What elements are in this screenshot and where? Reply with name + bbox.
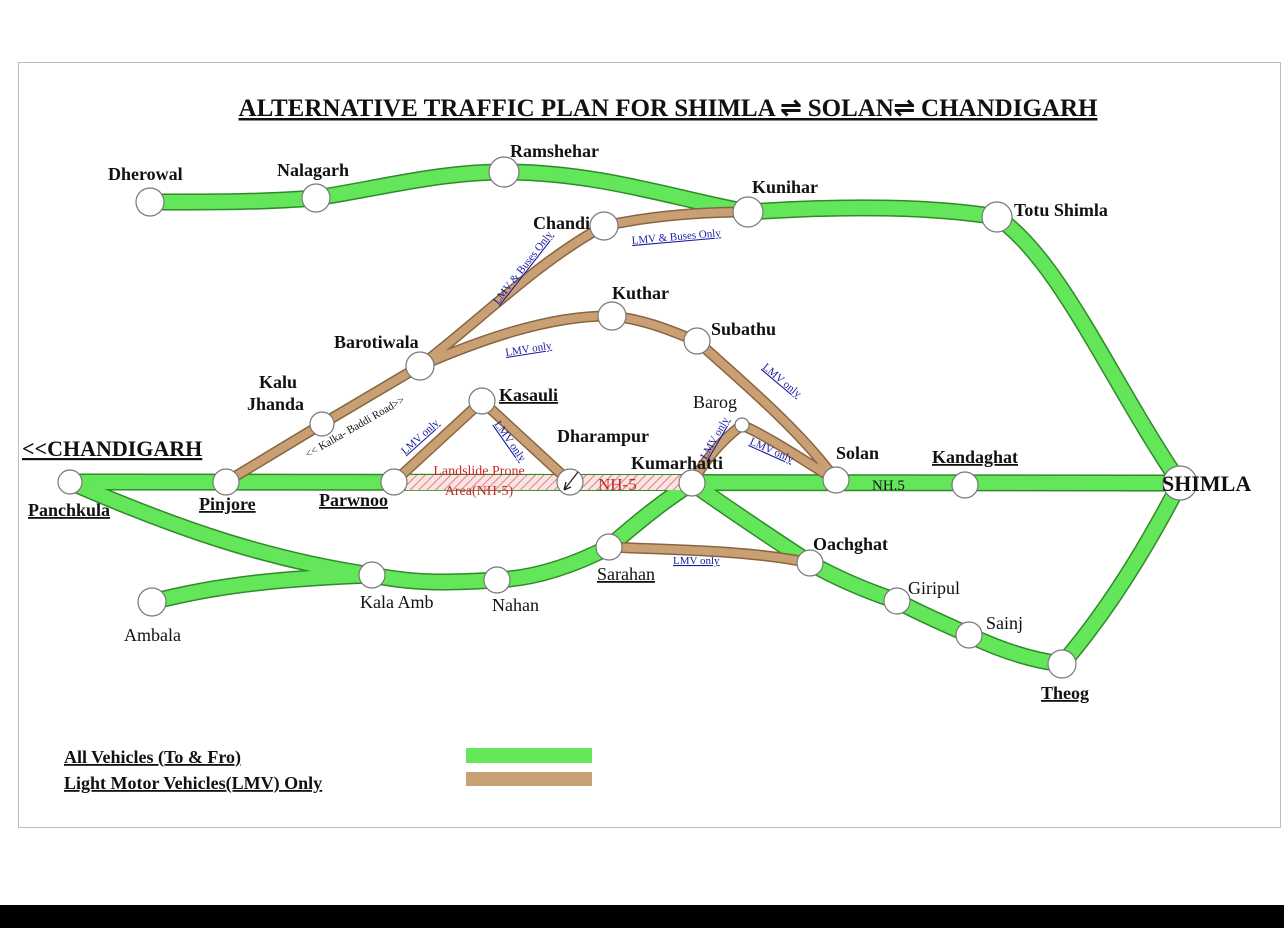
note-lmv-barotiwala-kuthar: LMV only [505,340,553,359]
note-nh5-red: NH-5 [598,475,637,494]
label-panchkula: Panchkula [28,500,110,520]
note-nh5-main: NH.5 [872,478,905,494]
label-chandigarh: <<CHANDIGARH [22,436,202,461]
label-shimla: SHIMLA [1162,471,1251,496]
label-jhanda: Jhanda [247,394,304,414]
node-barog [734,417,750,433]
label-subathu: Subathu [711,319,776,339]
map-title: ALTERNATIVE TRAFFIC PLAN FOR SHIMLA ⇌ SO… [239,95,1098,122]
note-lmv-subathu-solan: LMV only [760,361,804,400]
label-dherowal: Dherowal [108,164,183,184]
label-sainj: Sainj [986,613,1023,633]
label-solan: Solan [836,443,879,463]
node-kandaghat [951,471,979,499]
node-ramshehar [488,156,520,188]
note-landslide-line1: Landslide Prone [433,464,524,479]
node-panchkula [57,469,83,495]
label-kandaghat: Kandaghat [932,447,1018,467]
label-oachghat: Oachghat [813,534,888,554]
node-dherowal [135,187,165,217]
legend-label-lmv: Light Motor Vehicles(LMV) Only [64,773,322,794]
node-kuthar [597,301,627,331]
label-nalagarh: Nalagarh [277,160,349,180]
legend-swatch-lmv [466,772,592,786]
label-kalu: Kalu [259,372,297,392]
node-chandi [589,211,619,241]
node-giripul [883,587,911,615]
place-labels: Dherowal Nalagarh Ramshehar Kunihar Totu… [22,141,1251,703]
node-barotiwala [405,351,435,381]
note-lmv-buses-kunihar: LMV & Buses Only [631,227,722,247]
label-theog: Theog [1041,683,1089,703]
node-oachghat [796,549,824,577]
label-pinjore: Pinjore [199,494,256,514]
node-kasauli [468,387,496,415]
node-sarahan [595,533,623,561]
label-sarahan: Sarahan [597,564,655,584]
note-landslide-line2: Area(NH-5) [445,484,514,499]
node-sainj [955,621,983,649]
node-nalagarh [301,183,331,213]
label-kuthar: Kuthar [612,283,669,303]
label-barotiwala: Barotiwala [334,332,419,352]
label-kasauli: Kasauli [499,385,558,405]
bottom-black-bar [0,905,1284,928]
node-subathu [683,327,711,355]
label-parwnoo: Parwnoo [319,490,388,510]
all-vehicle-roads [61,163,1189,673]
node-nahan [483,566,511,594]
label-dharampur: Dharampur [557,426,649,446]
node-theog [1047,649,1077,679]
label-giripul: Giripul [908,578,960,598]
label-kumarhatti: Kumarhatti [631,453,723,473]
legend: All Vehicles (To & Fro) Light Motor Vehi… [64,747,592,794]
node-pinjore [212,468,240,496]
node-kumarhatti [678,469,706,497]
legend-label-all-vehicles: All Vehicles (To & Fro) [64,747,241,768]
label-nahan: Nahan [492,595,539,615]
dharampur-arrow-icon [563,471,579,491]
node-kalu-jhanda [309,411,335,437]
label-ramshehar: Ramshehar [510,141,599,161]
label-kunihar: Kunihar [752,177,818,197]
label-kala-amb: Kala Amb [360,592,434,612]
node-kala-amb [358,561,386,589]
node-totu-shimla [981,201,1013,233]
node-parwnoo [380,468,408,496]
label-chandi: Chandi [533,213,590,233]
label-totu-shimla: Totu Shimla [1014,200,1108,220]
node-solan [822,466,850,494]
node-kunihar [732,196,764,228]
node-ambala [137,587,167,617]
label-ambala: Ambala [124,625,181,645]
node-shimla [1162,465,1198,501]
road-notes: LMV & Buses Only LMV & Buses Only LMV on… [304,227,905,567]
label-barog: Barog [693,392,737,412]
note-lmv-sarahan-oachghat: LMV only [673,555,720,567]
landslide-area [406,475,692,490]
place-nodes [57,156,1198,679]
legend-swatch-all-vehicles [466,748,592,763]
